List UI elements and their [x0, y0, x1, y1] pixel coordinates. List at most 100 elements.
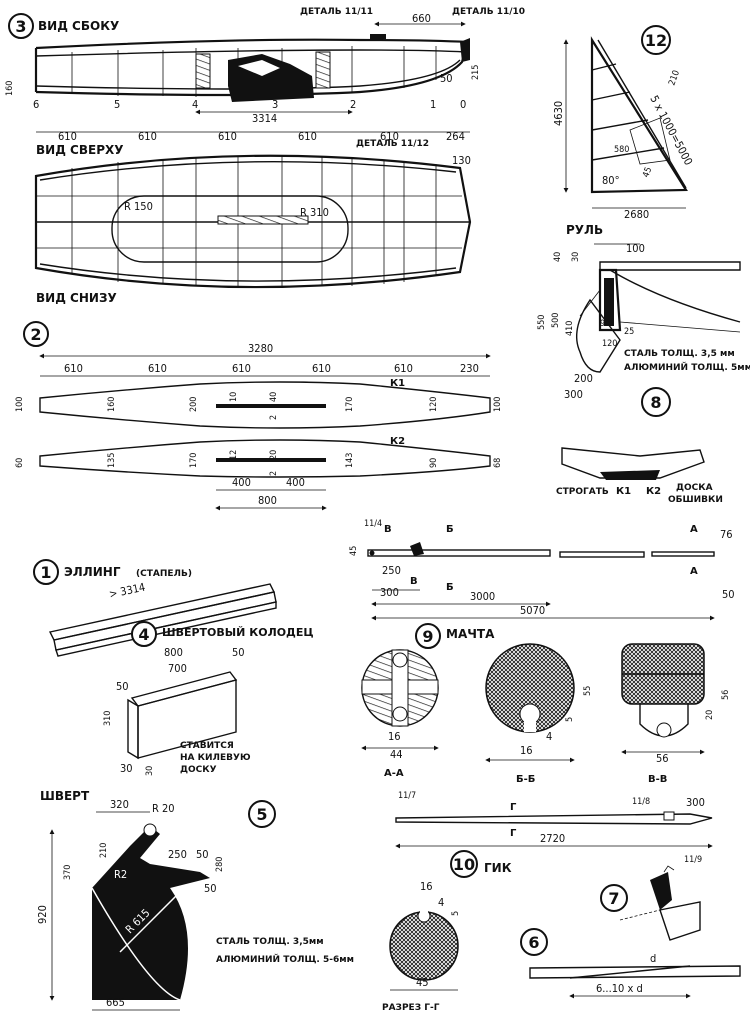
label-sections-s10-d4: 4: [438, 896, 444, 909]
label-sections-rudder-d200: 200: [574, 372, 593, 385]
label-sections-s10-d11-9: 11/9: [684, 855, 702, 865]
label-sections-s3-spacings-0: 610: [58, 130, 77, 143]
label-sections-s3-stations-5: 1: [430, 98, 436, 111]
label-sections-s2-spacings-2: 610: [232, 362, 251, 375]
label-sections-s5-d280: 280: [215, 857, 225, 872]
detail-11-12-label: ДЕТАЛЬ 11/12: [356, 139, 429, 149]
label-sections-mast-v: В: [410, 576, 418, 587]
label-sections-s4-note3: ДОСКУ: [180, 765, 217, 775]
k1-widths: 100 160 200 10 2 40 170 120 100: [15, 392, 503, 420]
label-sections-s2-d400a: 400: [232, 476, 251, 489]
label-sections-s3-spacings-1: 610: [138, 130, 157, 143]
keel-joint: 8 СТРОГАТЬ К1 К2 ДОСКА ОБШИВКИ: [556, 387, 723, 505]
label-sections-s9-title: МАЧТА: [446, 627, 495, 641]
label-sections-s5-note2: АЛЮМИНИЙ ТОЛЩ. 5-6мм: [216, 953, 354, 965]
radius-310: R 310: [300, 206, 329, 219]
dim-50: 50: [440, 72, 453, 85]
label-sections-s2-k2-widths-1: 135: [107, 453, 117, 468]
label-sections-s2-k2-widths-8: 68: [493, 458, 503, 468]
label-sections-s5-d370: 370: [63, 865, 73, 880]
label-sections-s6-d: d: [650, 952, 656, 965]
label-sections-s4-d800: 800: [164, 646, 183, 659]
boom: 11/7 11/8 300 Г Г 2720 11/9 10 ГИК 16 4 …: [382, 791, 713, 1013]
label-sections-s2-spacings-5: 230: [460, 362, 479, 375]
label-sections-s1-title: ЭЛЛИНГ: [64, 565, 121, 579]
label-sections-mast-d5070: 5070: [520, 604, 545, 617]
label-sections-s10-d2720: 2720: [540, 832, 565, 845]
label-sections-rudder-d550: 550: [537, 315, 547, 330]
label-sections-s12-d210: 210: [667, 69, 682, 87]
sail-plan: 12 4630 210 5 x 1000=5000 580 45 80° 268…: [552, 25, 695, 221]
label-sections-mast-d300: 300: [380, 586, 399, 599]
label-sections-s4-note1: СТАВИТСЯ: [180, 741, 234, 751]
dim-660: 660: [412, 12, 431, 25]
label-sections-mast-d11-4: 11/4: [364, 519, 382, 529]
top-view: ВИД СВЕРХУ ДЕТАЛЬ 11/12 130 R 150 R 310 …: [34, 139, 472, 305]
fitting-detail: 7: [600, 865, 701, 941]
label-sections-s2-spacings-1: 610: [148, 362, 167, 375]
label-sections-s10-d300: 300: [686, 796, 705, 809]
label-sections-rudder-d25: 25: [624, 327, 634, 337]
section-10-number: 10: [453, 855, 475, 874]
k1-label: К1: [390, 378, 405, 389]
label-sections-s8-l4: ДОСКА: [676, 483, 713, 493]
label-sections-s1-sub: (СТАПЕЛЬ): [136, 569, 192, 579]
label-sections-s2-k1-widths-7: 120: [429, 397, 439, 412]
top-view-title: ВИД СВЕРХУ: [36, 143, 124, 157]
label-sections-s10-d45: 45: [416, 976, 429, 989]
label-sections-rudder-note1: СТАЛЬ ТОЛЩ. 3,5 мм: [624, 349, 735, 359]
label-sections-s8-l2: К1: [616, 486, 631, 497]
label-sections-rudder-d500: 500: [551, 313, 561, 328]
label-sections-s12-d2680: 2680: [624, 208, 649, 221]
label-sections-s1-len: > 3314: [108, 581, 147, 601]
section-4-number: 4: [138, 625, 149, 644]
k2-widths: 60 135 170 12 2 20 143 90 68: [15, 450, 503, 476]
label-sections-s12-d45: 45: [641, 166, 654, 179]
label-sections-s12-angle: 80°: [602, 174, 620, 187]
label-sections-s4-note2: НА КИЛЕВУЮ: [180, 753, 251, 763]
label-sections-s3-stations-6: 0: [460, 98, 466, 111]
label-sections-s9-d16b: 16: [520, 744, 533, 757]
label-sections-s3-stations-3: 3: [272, 98, 278, 111]
label-sections-s9-bb: Б-Б: [516, 774, 535, 785]
label-sections-mast-d250: 250: [382, 564, 401, 577]
dim-130: 130: [452, 154, 471, 167]
label-sections-s5-d210: 210: [99, 843, 109, 858]
label-sections-s4-title: ШВЕРТОВЫЙ КОЛОДЕЦ: [162, 626, 314, 639]
label-sections-s2-k1-widths-6: 170: [345, 397, 355, 412]
label-sections-s10-d5: 5: [451, 911, 461, 916]
label-sections-s3-stations-1: 5: [114, 98, 120, 111]
mast-elevation: 11/4 В Б А 76 45 250 В Б А 300 3000 5070…: [349, 519, 735, 621]
rudder: РУЛЬ 40 30 100 550 500 410 90 25 120 200…: [537, 223, 750, 401]
label-sections-s5-d665: 665: [106, 996, 125, 1009]
rudder-title: РУЛЬ: [566, 223, 603, 237]
station-numbers: 6 5 4 3 2 1 0: [33, 98, 466, 111]
label-sections-s2-k2-widths-6: 143: [345, 453, 355, 468]
dim-215: 215: [471, 65, 481, 80]
keel-planks: 2 3280 610 610 610 610 610 230 К1 100 16…: [15, 321, 503, 511]
section-6-number: 6: [528, 933, 539, 952]
label-sections-s8-l1: СТРОГАТЬ: [556, 487, 609, 497]
slipway: 1 ЭЛЛИНГ (СТАПЕЛЬ) > 3314: [33, 559, 277, 657]
label-sections-s5-d250: 250: [168, 848, 187, 861]
section-1-number: 1: [40, 563, 51, 582]
label-sections-s4-d50b: 50: [116, 680, 129, 693]
label-sections-s8-l3: К2: [646, 486, 661, 497]
label-sections-s2-d400b: 400: [286, 476, 305, 489]
label-sections-s2-k2-widths-4: 2: [269, 471, 279, 476]
label-sections-s2-k1-widths-0: 100: [15, 397, 25, 412]
label-sections-s10-d16: 16: [420, 880, 433, 893]
label-sections-s8-l5: ОБШИВКИ: [668, 495, 723, 505]
label-sections-s12-d4630: 4630: [552, 101, 565, 126]
label-sections-s2-d800: 800: [258, 494, 277, 507]
label-sections-s12-d580: 580: [614, 145, 629, 155]
label-sections-s4-d30b: 30: [145, 766, 155, 776]
label-sections-s5-r20: R 20: [152, 802, 175, 815]
label-sections-s2-k2-widths-0: 60: [15, 458, 25, 468]
label-sections-s9-d4: 4: [546, 730, 552, 743]
label-sections-s9-d56b: 56: [656, 752, 669, 765]
section-12-number: 12: [645, 31, 667, 50]
label-sections-s12-d5000: 5 x 1000=5000: [647, 93, 695, 167]
label-sections-mast-d3000: 3000: [470, 590, 495, 603]
label-sections-s2-k1-widths-5: 40: [269, 392, 279, 402]
